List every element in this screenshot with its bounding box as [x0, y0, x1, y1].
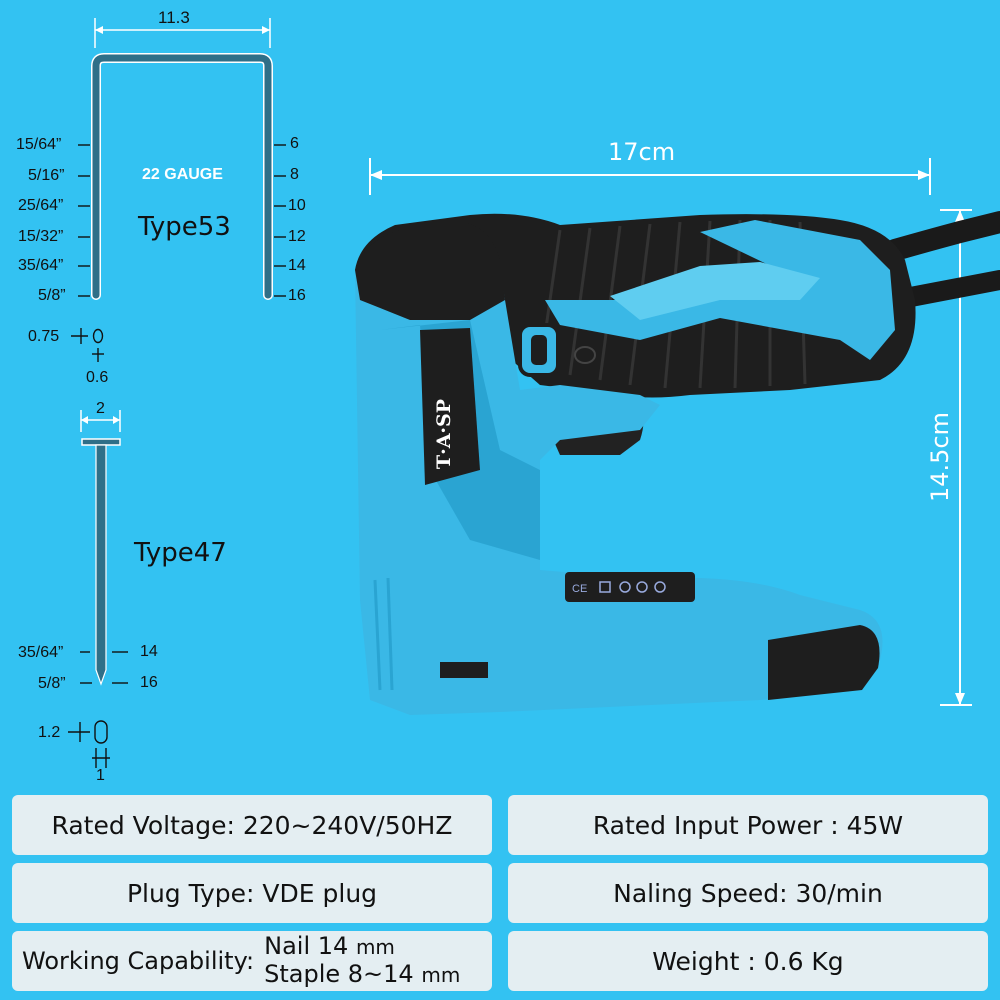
spec-rated-voltage: Rated Voltage: 220~240V/50HZ [12, 795, 492, 855]
type47-head-label: 2 [96, 400, 105, 417]
type53-mm-label: 6 [290, 135, 299, 152]
type47-inch-label: 35/64” [18, 644, 64, 661]
spec-plug-type: Plug Type: VDE plug [12, 863, 492, 923]
type53-mm-label: 12 [288, 228, 306, 245]
spec-weight: Weight : 0.6 Kg [508, 931, 988, 991]
type53-gauge-label: 22 GAUGE [142, 166, 223, 183]
spec-capability-unit: mm [355, 935, 395, 959]
spec-capability-nail: Nail 14 [264, 932, 349, 960]
spec-capability-values: Nail 14 mm Staple 8~14 mm [264, 933, 460, 989]
type53-inch-label: 15/32” [18, 228, 64, 245]
type47-inch-label: 5/8” [38, 675, 66, 692]
type53-mm-label: 16 [288, 287, 306, 304]
svg-text:CE: CE [572, 583, 587, 595]
type47-mm-label: 14 [140, 643, 158, 660]
type47-wire-thickness: 1.2 [38, 724, 61, 741]
type47-name: Type47 [134, 538, 227, 568]
type53-inch-label: 35/64” [18, 257, 64, 274]
type53-inch-label: 15/64” [16, 136, 62, 153]
type53-wire-thickness: 0.75 [28, 328, 60, 345]
type53-mm-label: 14 [288, 257, 306, 274]
spec-capability-staple: Staple 8~14 [264, 960, 414, 988]
spec-nailing-speed-text: Naling Speed: 30/min [613, 878, 883, 908]
type47-wire-width: 1 [96, 767, 105, 784]
brand-logo: T·A·SP [433, 398, 455, 470]
type53-inch-label: 5/16” [28, 167, 65, 184]
type53-mm-label: 8 [290, 166, 299, 183]
spec-capability-label: Working Capability: [22, 947, 255, 975]
type47-mm-label: 16 [140, 674, 158, 691]
spec-plug-type-text: Plug Type: VDE plug [126, 878, 378, 908]
type53-wire-width: 0.6 [86, 369, 109, 386]
type53-inch-label: 25/64” [18, 197, 64, 214]
tool-height-label: 14.5cm [926, 411, 955, 503]
spec-weight-text: Weight : 0.6 Kg [652, 946, 844, 976]
type53-name: Type53 [138, 212, 231, 242]
spec-rated-voltage-text: Rated Voltage: 220~240V/50HZ [51, 810, 453, 840]
type53-mm-label: 10 [288, 197, 306, 214]
spec-nailing-speed: Naling Speed: 30/min [508, 863, 988, 923]
tool-width-label: 17cm [608, 138, 676, 166]
spec-rated-power: Rated Input Power : 45W [508, 795, 988, 855]
spec-rated-power-text: Rated Input Power : 45W [592, 810, 904, 840]
type53-width-label: 11.3 [158, 8, 190, 27]
type53-inch-label: 5/8” [38, 287, 66, 304]
spec-working-capability: Working Capability: Nail 14 mm Staple 8~… [12, 931, 492, 991]
spec-capability-unit: mm [421, 963, 461, 987]
